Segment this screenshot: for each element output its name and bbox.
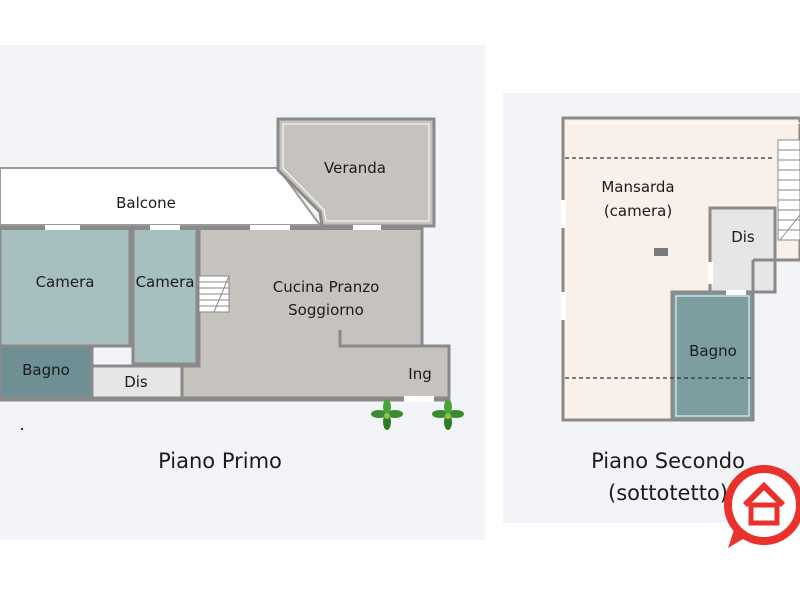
room-bagno-upper <box>670 290 755 422</box>
room-balcone <box>0 167 322 226</box>
plant-icon <box>432 399 464 430</box>
room-camera-1 <box>0 226 132 348</box>
label-veranda: Veranda <box>324 159 386 177</box>
room-dis <box>90 364 184 400</box>
label-dis: Dis <box>124 373 148 391</box>
room-dis-upper <box>708 206 777 294</box>
plant-icon <box>371 399 403 430</box>
caption-piano-secondo-line1: Piano Secondo <box>591 449 745 473</box>
label-bagno-upper: Bagno <box>689 342 737 360</box>
label-cucina-line1: Cucina Pranzo <box>273 278 380 296</box>
home-icon <box>742 481 786 526</box>
label-ing: Ing <box>408 365 431 383</box>
caption-piano-primo: Piano Primo <box>158 449 282 473</box>
chimney <box>654 248 668 256</box>
label-cucina-line2: Soggiorno <box>288 301 364 319</box>
stairs-icon <box>198 275 230 313</box>
logo-name: Che Cas <box>722 556 800 578</box>
label-dis-upper: Dis <box>731 228 755 246</box>
room-camera-2 <box>131 226 199 366</box>
label-bagno: Bagno <box>22 361 70 379</box>
label-camera-1: Camera <box>36 273 95 291</box>
room-cucina <box>180 226 451 400</box>
label-mansarda-line1: Mansarda <box>601 178 674 196</box>
label-balcone: Balcone <box>116 194 176 212</box>
floor-plan-secondo: Mansarda (camera) Dis Bagno Piano Second… <box>561 116 800 505</box>
logo: Che Cas immobiliare <box>722 465 800 587</box>
label-camera-2: Camera <box>136 273 195 291</box>
label-mansarda-line2: (camera) <box>604 202 672 220</box>
floor-plan-primo: Balcone Veranda Camera Camera Cucina Pra… <box>0 117 464 473</box>
logo-subtitle: immobiliare <box>740 579 781 587</box>
stairs-icon <box>777 139 800 241</box>
caption-piano-secondo-line2: (sottotetto) <box>608 481 728 505</box>
